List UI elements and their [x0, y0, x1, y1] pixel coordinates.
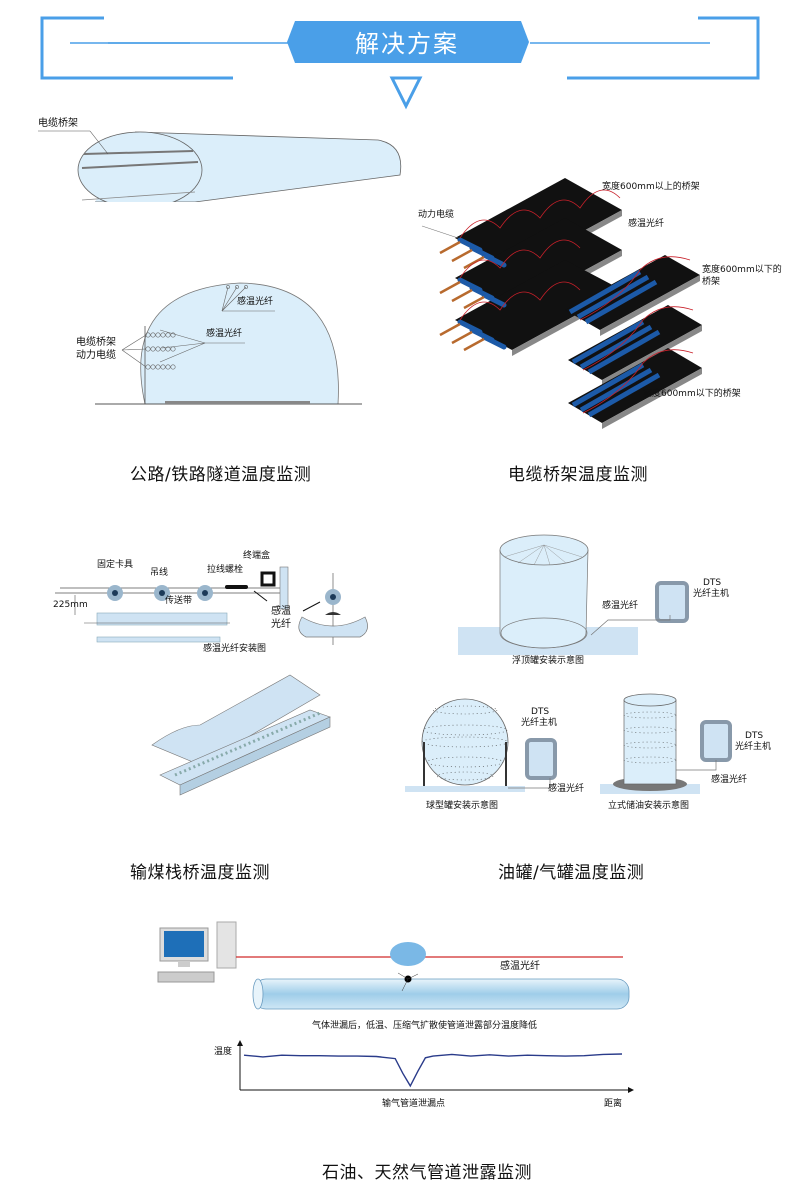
temperature-series-line	[243, 1053, 623, 1088]
frame-left	[40, 16, 233, 80]
cable-tray-illustration	[421, 178, 702, 429]
vertical-host: 光纤主机	[735, 742, 772, 752]
tunnel-illustration	[38, 130, 402, 405]
pipeline-fiber-label: 感温光纤	[500, 961, 540, 972]
x-axis-arrow-icon	[628, 1087, 634, 1093]
label-power-cable: 动力电缆	[76, 350, 116, 361]
label-terminal-box: 终端盒	[243, 551, 271, 561]
y-axis-arrow-icon	[237, 1040, 243, 1046]
vertical-dts: DTS	[745, 731, 764, 741]
floating-roof-tank-diagram	[458, 534, 689, 655]
frame-right	[567, 16, 760, 80]
spherical-dts: DTS	[531, 707, 550, 717]
label-tension-bolt: 拉线螺栓	[207, 565, 244, 575]
label-fiber-top: 感温光纤	[237, 297, 274, 307]
conveyor-install-diagram	[55, 566, 368, 645]
narrow-trays	[565, 255, 702, 429]
conveyor-bridge-illustration	[151, 674, 331, 796]
vertical-title: 立式储油安装示意图	[608, 801, 690, 811]
spherical-title: 球型罐安装示意图	[426, 801, 499, 811]
caption-tank: 油罐/气罐温度监测	[498, 863, 645, 883]
chart-annotation: 输气管道泄漏点	[382, 1099, 446, 1109]
floating-title: 浮顶罐安装示意图	[512, 656, 585, 666]
floating-fiber: 感温光纤	[602, 601, 639, 611]
label-narrow-tray-b: 桥架	[702, 277, 721, 287]
wide-trays	[439, 178, 622, 356]
label-power-cable: 动力电缆	[418, 210, 455, 220]
computer-icon	[157, 921, 237, 983]
caption-cable-tray: 电缆桥架温度监测	[508, 465, 648, 485]
label-dimension: 225mm	[53, 600, 88, 610]
caption-tunnel: 公路/铁路隧道温度监测	[130, 465, 312, 485]
label-belt: 传送带	[165, 596, 193, 606]
header-frame	[40, 16, 760, 110]
caption-conveyor: 输煤栈桥温度监测	[130, 863, 270, 883]
down-triangle-icon	[389, 76, 423, 110]
floating-host: 光纤主机	[693, 589, 730, 599]
label-fiber: 感温光纤	[628, 219, 665, 229]
label-cable-tray: 电缆桥架	[76, 337, 116, 348]
label-install-title: 感温光纤安装图	[203, 644, 267, 654]
spherical-fiber: 感温光纤	[548, 784, 585, 794]
label-hanging-wire: 吊线	[150, 568, 169, 578]
spherical-vertical-tank-diagram	[405, 693, 732, 794]
spherical-host: 光纤主机	[521, 718, 558, 728]
title-badge	[287, 21, 529, 63]
label-fixing-clamp: 固定卡具	[97, 560, 134, 570]
chart-ylabel: 温度	[214, 1047, 233, 1057]
page-title: 解决方案	[355, 29, 459, 58]
temperature-chart	[237, 1040, 634, 1093]
chart-xlabel: 距离	[604, 1099, 623, 1109]
label-fiber-b: 光纤	[271, 619, 291, 630]
caption-pipeline: 石油、天然气管道泄露监测	[322, 1163, 532, 1183]
label-narrow-tray-bottom: 宽度600mm以下的桥架	[643, 389, 741, 399]
label-narrow-tray-a: 宽度600mm以下的	[702, 265, 782, 275]
clamps	[107, 585, 213, 601]
label-cable-tray-top: 电缆桥架	[38, 118, 78, 129]
label-fiber-a: 感温	[271, 606, 291, 617]
floating-dts: DTS	[703, 578, 722, 588]
label-fiber-mid: 感温光纤	[206, 329, 243, 339]
pipeline-illustration	[157, 921, 630, 1010]
pipeline-description: 气体泄漏后，低温、压缩气扩散使管道泄露部分温度降低	[312, 1021, 538, 1031]
vertical-fiber: 感温光纤	[711, 775, 748, 785]
label-wide-tray: 宽度600mm以上的桥架	[602, 182, 700, 192]
